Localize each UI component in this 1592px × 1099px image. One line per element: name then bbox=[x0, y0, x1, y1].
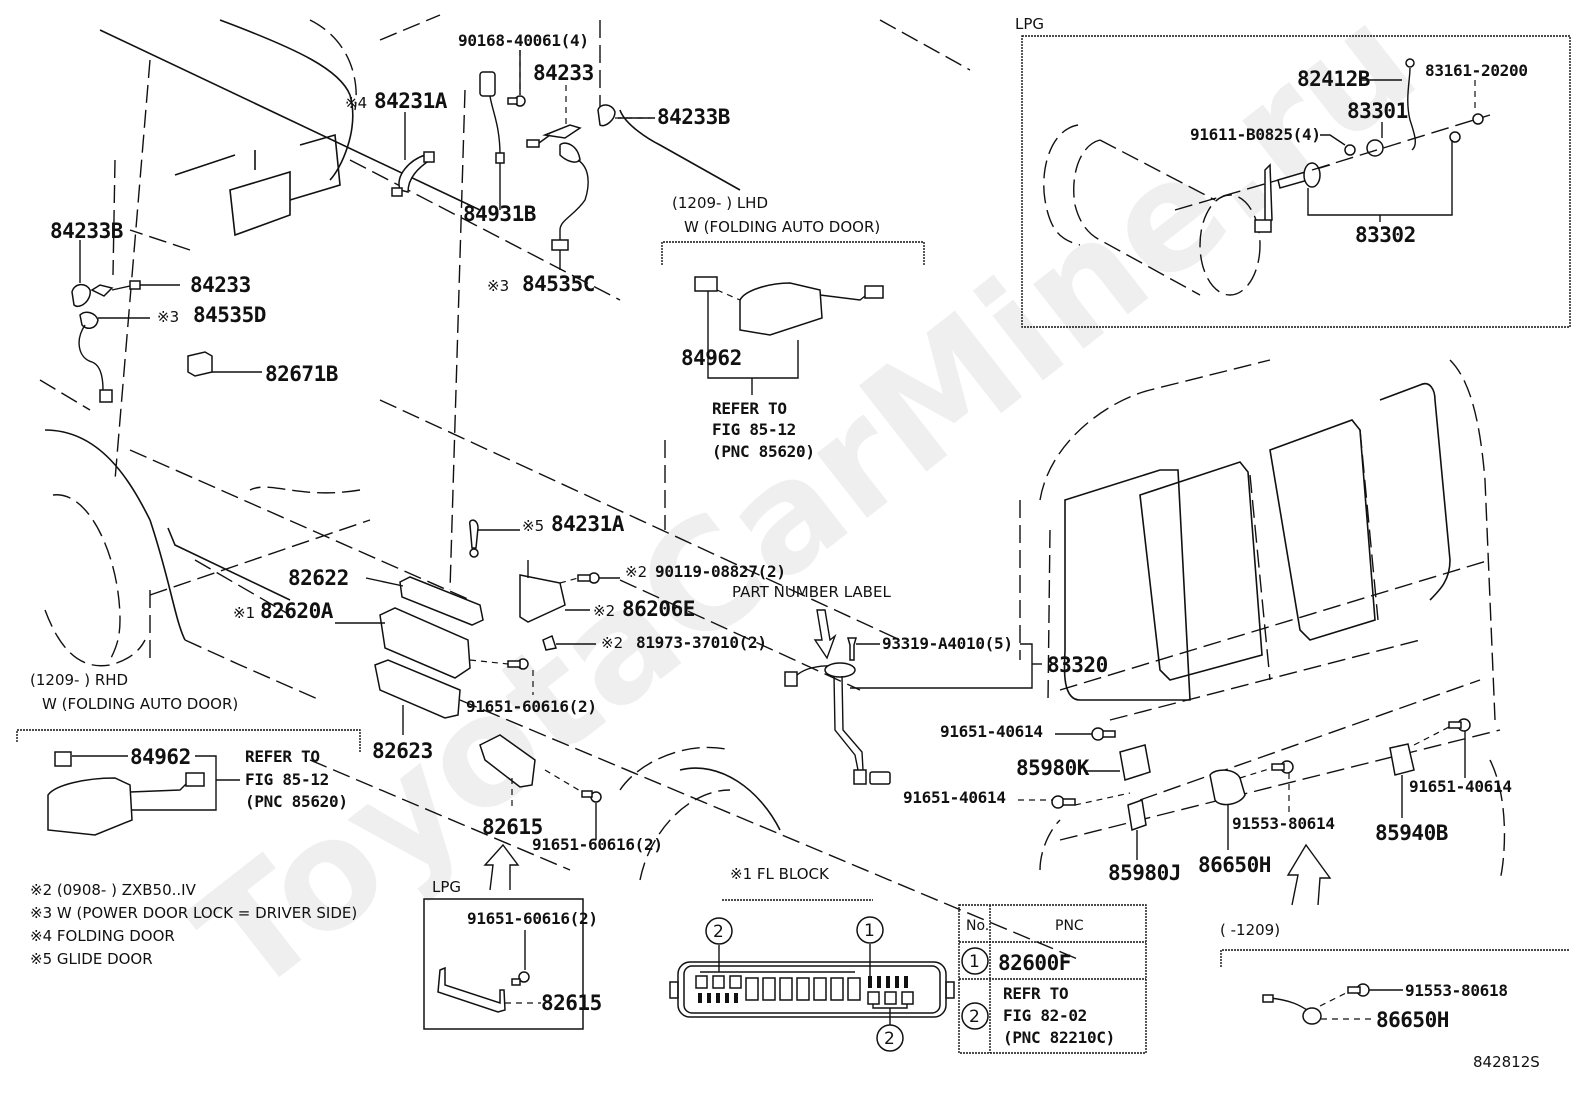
part-label-91651-40614-a: 91651-40614 bbox=[940, 722, 1043, 741]
lpg-bracket-title: LPG bbox=[432, 878, 461, 896]
rhd-inset: (1209- ) RHD W (FOLDING AUTO DOOR) 84962… bbox=[16, 671, 361, 836]
part-label-84233b-left: 84233B bbox=[50, 219, 123, 243]
early-condition: ( -1209) bbox=[1220, 921, 1280, 939]
part-label-90168-40061: 90168-40061(4) bbox=[458, 31, 589, 50]
lhd-condition: (1209- ) LHD bbox=[672, 194, 768, 212]
lpg-part-83161-20200: 83161-20200 bbox=[1425, 61, 1528, 80]
part-label-82623: 82623 bbox=[372, 739, 433, 763]
part-label-82620a: 82620A bbox=[260, 599, 334, 623]
lhd-inset: (1209- ) LHD W (FOLDING AUTO DOOR) 84962… bbox=[661, 194, 925, 461]
rhd-refer-line2: FIG 85-12 bbox=[245, 770, 329, 789]
part-label-84535d: 84535D bbox=[193, 303, 266, 327]
vehicle-body-outline bbox=[39, 14, 1506, 961]
figure-code: 842812S bbox=[1473, 1053, 1540, 1071]
lhd-refer-line2: FIG 85-12 bbox=[712, 420, 796, 439]
note-marker-3-d: ※3 bbox=[157, 308, 179, 326]
early-bolt-label: 91553-80618 bbox=[1405, 981, 1508, 1000]
footnote-2: ※2 (0908- ) ZXB50..IV bbox=[30, 881, 197, 899]
lpg-bracket-bolt-label: 91651-60616(2) bbox=[467, 909, 598, 928]
pnc-row-2-no: 2 bbox=[969, 1007, 980, 1027]
part-label-91553-80614: 91553-80614 bbox=[1232, 814, 1335, 833]
fl-block-fuse-slots bbox=[695, 975, 914, 1005]
footnotes: ※2 (0908- ) ZXB50..IV ※3 W (POWER DOOR L… bbox=[30, 881, 357, 968]
note-marker-2-81973: ※2 bbox=[601, 634, 623, 652]
part-label-85940b: 85940B bbox=[1375, 821, 1448, 845]
early-inset: ( -1209) 91553-80618 86650H bbox=[1220, 921, 1570, 1032]
fl-block-title: ※1 FL BLOCK bbox=[730, 865, 830, 883]
rhd-refer-line3: (PNC 85620) bbox=[245, 792, 348, 811]
lpg-part-83301: 83301 bbox=[1347, 99, 1408, 123]
part-label-85980j: 85980J bbox=[1108, 861, 1181, 885]
part-label-86206e: 86206E bbox=[622, 597, 695, 621]
pnc-table: No. PNC 1 82600F 2 REFR TO FIG 82-02 (PN… bbox=[958, 904, 1147, 1054]
part-label-93319-a4010: 93319-A4010(5) bbox=[882, 634, 1013, 653]
footnote-5: ※5 GLIDE DOOR bbox=[30, 950, 153, 968]
part-label-84535c: 84535C bbox=[522, 272, 595, 296]
part-label-84233-left: 84233 bbox=[190, 273, 251, 297]
footnote-4: ※4 FOLDING DOOR bbox=[30, 927, 175, 945]
part-label-91651-60616-b: 91651-60616(2) bbox=[532, 835, 663, 854]
lpg-part-82412b: 82412B bbox=[1297, 67, 1370, 91]
pnc-row-2-line3: (PNC 82210C) bbox=[1003, 1028, 1115, 1047]
lhd-variant: W (FOLDING AUTO DOOR) bbox=[684, 218, 880, 236]
note-marker-2-86206e: ※2 bbox=[593, 602, 615, 620]
pnc-table-row: 1 82600F bbox=[961, 947, 1071, 975]
part-label-84233b-top: 84233B bbox=[657, 105, 730, 129]
part-labels-top-left: 90168-40061(4) 84233 84233B ※4 84231A 84… bbox=[50, 31, 730, 386]
lpg-part-91611-b0825: 91611-B0825(4) bbox=[1190, 125, 1321, 144]
fl-block-callout-1: 1 bbox=[864, 921, 875, 941]
part-label-91651-40614-c: 91651-40614 bbox=[1409, 777, 1512, 796]
note-marker-2-90119: ※2 bbox=[625, 563, 647, 581]
pnc-row-2-line2: FIG 82-02 bbox=[1003, 1006, 1087, 1025]
part-label-84233-top: 84233 bbox=[533, 61, 594, 85]
part-label-84231a-top: 84231A bbox=[374, 89, 448, 113]
pnc-row-1-value: 82600F bbox=[998, 951, 1071, 975]
lhd-refer-line3: (PNC 85620) bbox=[712, 442, 815, 461]
note-marker-3-c: ※3 bbox=[487, 277, 509, 295]
lpg-bracket-inset: LPG 91651-60616(2) 82615 bbox=[423, 878, 602, 1030]
part-label-84231a-mid: 84231A bbox=[551, 512, 625, 536]
pnc-row-1-no: 1 bbox=[969, 952, 980, 972]
rhd-condition: (1209- ) RHD bbox=[30, 671, 128, 689]
lpg-part-83302: 83302 bbox=[1355, 223, 1416, 247]
pnc-table-header-no: No. bbox=[966, 918, 989, 934]
part-label-82615: 82615 bbox=[482, 815, 543, 839]
pnc-table-header-pnc: PNC bbox=[1055, 918, 1084, 934]
part-number-label-text: PART NUMBER LABEL bbox=[732, 583, 891, 601]
part-label-86650h: 86650H bbox=[1198, 853, 1271, 877]
pnc-row-2-line1: REFR TO bbox=[1003, 984, 1068, 1003]
part-label-91651-60616-a: 91651-60616(2) bbox=[466, 697, 597, 716]
part-group-center: ※5 84231A ※2 86206E ※2 90119-08827(2) ※2… bbox=[233, 512, 786, 891]
part-label-82671b: 82671B bbox=[265, 362, 338, 386]
part-label-85980k: 85980K bbox=[1016, 756, 1090, 780]
fl-block-callout-2-left: 2 bbox=[713, 922, 724, 942]
part-group-right: PART NUMBER LABEL 93319-A4010(5) 83320 9… bbox=[732, 583, 1512, 906]
pnc-table-row: 2 REFR TO FIG 82-02 (PNC 82210C) bbox=[961, 984, 1115, 1047]
note-marker-4: ※4 bbox=[345, 94, 367, 112]
part-label-84931b: 84931B bbox=[463, 202, 536, 226]
rhd-part-84962: 84962 bbox=[130, 745, 191, 769]
lhd-refer-line1: REFER TO bbox=[712, 399, 787, 418]
lpg-bracket-part-label: 82615 bbox=[541, 991, 602, 1015]
lpg-tank-title: LPG bbox=[1015, 15, 1044, 33]
part-group-top-left bbox=[71, 50, 650, 403]
note-marker-5: ※5 bbox=[522, 517, 544, 535]
early-part-label: 86650H bbox=[1376, 1008, 1449, 1032]
rhd-variant: W (FOLDING AUTO DOOR) bbox=[42, 695, 238, 713]
part-label-82622: 82622 bbox=[288, 566, 349, 590]
part-label-83320: 83320 bbox=[1047, 653, 1108, 677]
note-marker-1: ※1 bbox=[233, 604, 255, 622]
rhd-refer-line1: REFER TO bbox=[245, 747, 320, 766]
footnote-3: ※3 W (POWER DOOR LOCK = DRIVER SIDE) bbox=[30, 904, 357, 922]
lpg-tank-inset: LPG 82412B 83161-20200 83301 91611-B0825… bbox=[1015, 15, 1571, 328]
fl-block-callout-2-right: 2 bbox=[884, 1029, 895, 1049]
lhd-part-84962: 84962 bbox=[681, 346, 742, 370]
fl-block: ※1 FL BLOCK bbox=[669, 865, 955, 1052]
part-label-90119-08827: 90119-08827(2) bbox=[655, 562, 786, 581]
part-label-91651-40614-b: 91651-40614 bbox=[903, 788, 1006, 807]
part-label-81973-37010: 81973-37010(2) bbox=[636, 633, 767, 652]
